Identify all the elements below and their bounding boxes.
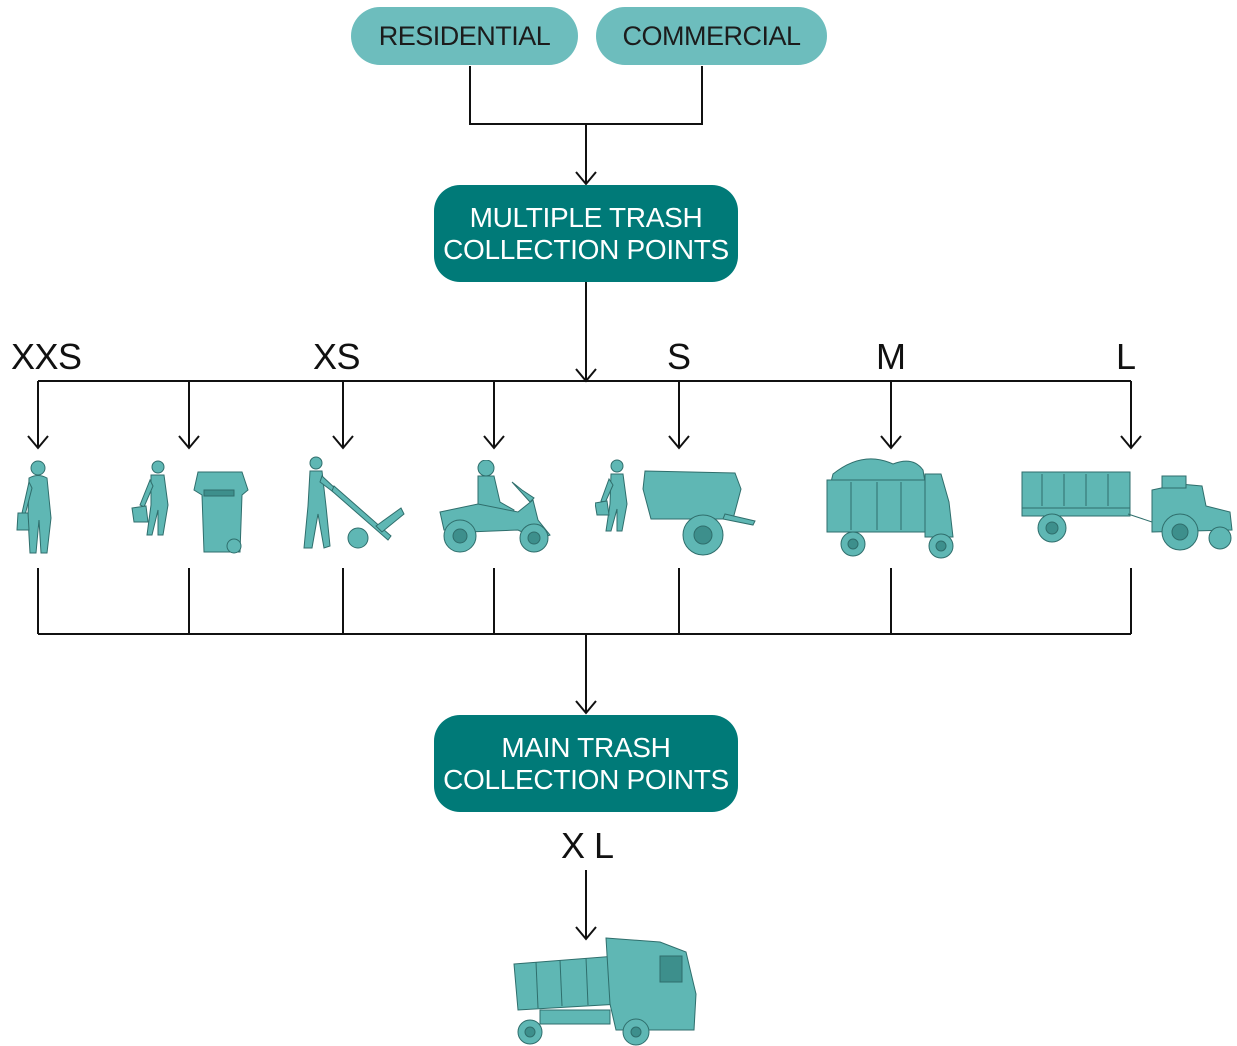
person-with-wheelie-bin-icon: [131, 460, 249, 554]
size-label-xl: X L: [561, 825, 614, 866]
commercial-label: COMMERCIAL: [622, 20, 801, 51]
motor-scooter-icon: [439, 460, 551, 553]
size-label-s: S: [667, 336, 691, 377]
residential-label: RESIDENTIAL: [378, 20, 551, 51]
three-wheeler-truck-icon: [826, 458, 954, 559]
person-with-hand-trolley-icon: [303, 456, 405, 549]
commercial-pill: COMMERCIAL: [596, 7, 827, 65]
main-collection-points-node: MAIN TRASH COLLECTION POINTS: [434, 715, 738, 812]
size-label-xs: XS: [313, 336, 361, 377]
multiple-points-line1: MULTIPLE TRASH: [469, 201, 703, 233]
collect-lines: [37, 568, 1132, 635]
residential-pill: RESIDENTIAL: [351, 7, 578, 65]
main-points-line1: MAIN TRASH: [501, 731, 671, 763]
multiple-collection-points-node: MULTIPLE TRASH COLLECTION POINTS: [434, 185, 738, 282]
drop-arrows: [27, 381, 1142, 450]
multiple-points-line2: COLLECTION POINTS: [443, 233, 729, 265]
main-points-line2: COLLECTION POINTS: [443, 763, 729, 795]
person-with-handcart-icon: [595, 459, 756, 556]
size-label-m: M: [876, 336, 906, 377]
size-label-l: L: [1116, 336, 1136, 377]
dump-truck-icon: [513, 937, 697, 1046]
walking-person-with-bag-icon: [16, 460, 52, 554]
size-label-xxs: XXS: [11, 336, 82, 377]
tractor-with-trailer-icon: [1021, 471, 1233, 551]
